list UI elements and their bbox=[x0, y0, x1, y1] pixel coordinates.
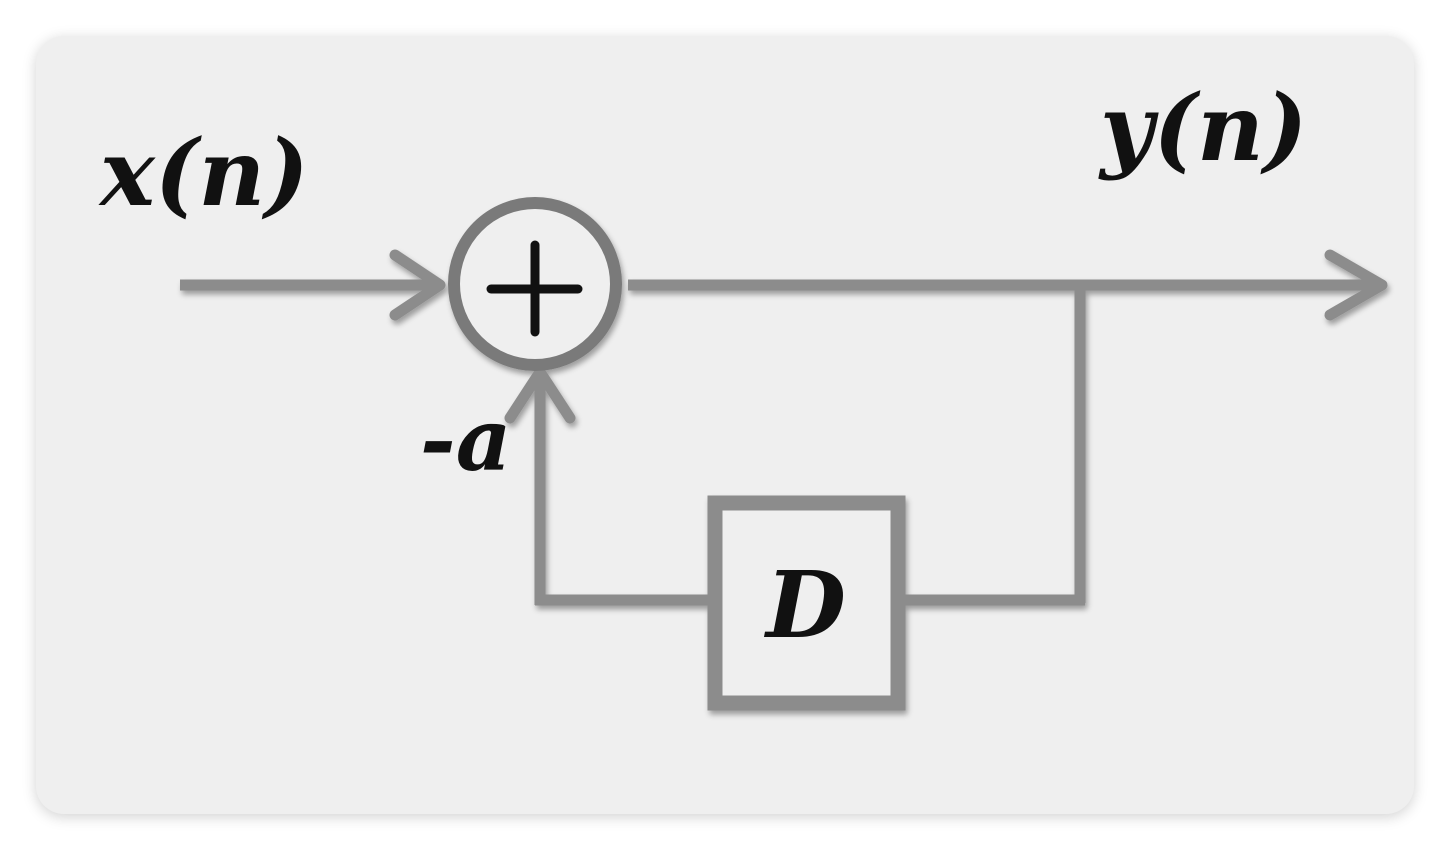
output-label: y(n) bbox=[1098, 74, 1307, 182]
feedback-arrowhead bbox=[504, 366, 576, 424]
delay-label: D bbox=[763, 551, 846, 659]
input-label: x(n) bbox=[98, 119, 309, 227]
feedback-gain-label: -a bbox=[420, 390, 511, 491]
delay-block bbox=[707, 495, 906, 711]
input-arrowhead bbox=[389, 249, 446, 321]
plus-icon bbox=[486, 240, 583, 337]
output-arrowhead bbox=[1324, 249, 1388, 321]
